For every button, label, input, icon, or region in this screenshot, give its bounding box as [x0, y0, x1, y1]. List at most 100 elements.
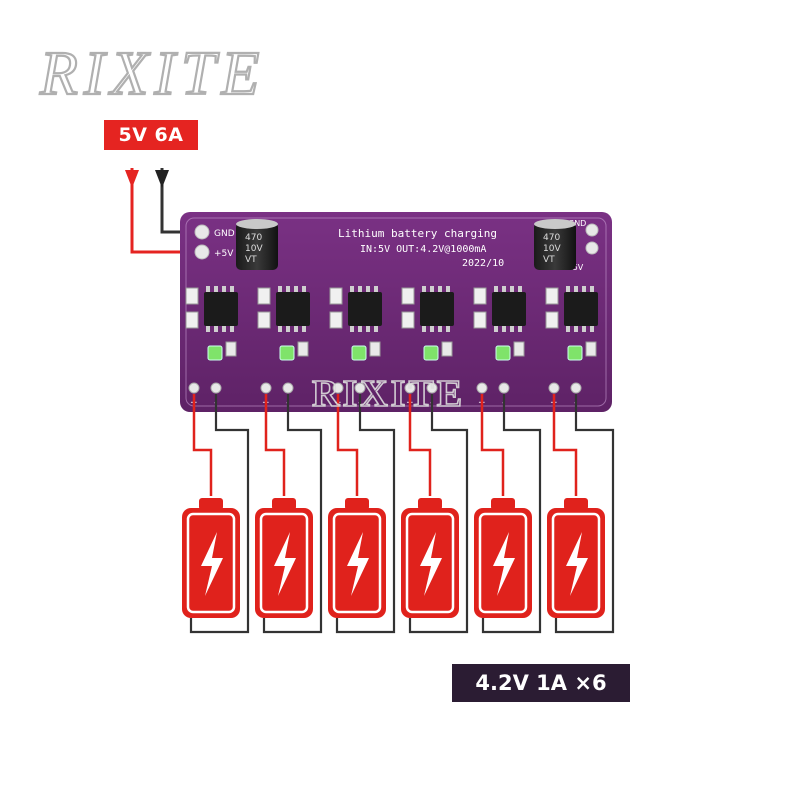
input-plus-arrow [125, 170, 139, 188]
status-led [207, 345, 223, 361]
status-led [279, 345, 295, 361]
resistor [401, 311, 415, 329]
brand-logo: RIXITE [38, 39, 265, 109]
negative-wire [262, 394, 323, 634]
lightning-bolt-icon [274, 532, 296, 596]
status-led [423, 345, 439, 361]
input-plus-wire [130, 168, 202, 254]
left-gnd-label: GND [214, 229, 235, 239]
left-plus-pad [194, 244, 210, 260]
battery-terminal [418, 498, 442, 510]
svg-text:10V: 10V [245, 244, 263, 254]
capacitor-left: 470 10V VT [236, 219, 278, 270]
resistor [401, 287, 415, 305]
positive-wire [408, 394, 432, 496]
resistor [473, 311, 487, 329]
output-spec-badge: 4.2V 1A ×6 [452, 664, 630, 702]
charger-ic [348, 292, 382, 326]
resistor [473, 287, 487, 305]
svg-text:VT: VT [543, 255, 555, 265]
input-spec-badge: 5V 6A [104, 120, 198, 150]
svg-text:470: 470 [245, 233, 262, 243]
lightning-bolt-icon [201, 532, 223, 596]
negative-wire [189, 394, 250, 634]
charger-ic [564, 292, 598, 326]
charger-ic [420, 292, 454, 326]
charger-ic [276, 292, 310, 326]
lightning-bolt-icon [347, 532, 369, 596]
output-minus-pad [570, 382, 582, 394]
output-plus-pad [548, 382, 560, 394]
brand-logo-text: RIXITE [39, 40, 265, 108]
resistor [545, 287, 559, 305]
battery-terminal [491, 498, 515, 510]
resistor [185, 311, 199, 329]
charger-ic [492, 292, 526, 326]
battery-2 [255, 498, 313, 618]
output-minus-pad [354, 382, 366, 394]
battery-3 [328, 498, 386, 618]
channel-1: +- [185, 286, 238, 408]
svg-text:VT: VT [245, 255, 257, 265]
output-minus-pad [498, 382, 510, 394]
status-led [495, 345, 511, 361]
positive-wire [336, 394, 359, 496]
channel-2: +- [257, 286, 310, 408]
board-date: 2022/10 [462, 258, 504, 269]
charger-ic [204, 292, 238, 326]
lightning-bolt-icon [493, 532, 515, 596]
channel-6: +- [545, 286, 598, 408]
output-plus-pad [260, 382, 272, 394]
board-title: Lithium battery charging [338, 227, 497, 240]
charging-channels: +-+-+-+-+-+- [185, 286, 598, 408]
output-plus-pad [404, 382, 416, 394]
positive-wire [552, 394, 578, 496]
center-watermark: RIXITE [312, 373, 465, 415]
battery-terminal [199, 498, 223, 510]
output-minus-pad [426, 382, 438, 394]
positive-wire [264, 394, 286, 496]
charger-board: GND +5V GND +5V 470 10V VT 470 10V VT Li… [180, 212, 612, 412]
left-plus-label: +5V [214, 249, 234, 259]
output-minus-pad [210, 382, 222, 394]
status-led [567, 345, 583, 361]
resistor [329, 311, 343, 329]
lightning-bolt-icon [420, 532, 442, 596]
battery-4 [401, 498, 459, 618]
resistor [257, 311, 271, 329]
right-gnd-pad [585, 223, 599, 237]
positive-wire [480, 394, 505, 496]
output-plus-pad [476, 382, 488, 394]
negative-wire [408, 394, 469, 634]
negative-wire [554, 394, 615, 634]
resistor [185, 287, 199, 305]
battery-1 [182, 498, 240, 618]
input-gnd-arrow [155, 170, 169, 188]
output-wires [189, 394, 615, 634]
battery-terminal [272, 498, 296, 510]
output-minus-pad [282, 382, 294, 394]
output-plus-pad [188, 382, 200, 394]
status-led [351, 345, 367, 361]
right-gnd-label: GND [568, 219, 586, 228]
svg-text:470: 470 [543, 233, 560, 243]
left-gnd-pad [194, 224, 210, 240]
channel-3: +- [329, 286, 382, 408]
svg-text:10V: 10V [543, 244, 561, 254]
capacitor-right: 470 10V VT [534, 219, 576, 270]
positive-wire [192, 394, 213, 496]
resistor [329, 287, 343, 305]
battery-6 [547, 498, 605, 618]
lightning-bolt-icon [566, 532, 588, 596]
negative-wire [335, 394, 396, 634]
battery-terminal [345, 498, 369, 510]
pcb [180, 212, 612, 412]
battery-terminal [564, 498, 588, 510]
board-spec: IN:5V OUT:4.2V@1000mA [360, 244, 486, 255]
channel-5: +- [473, 286, 526, 408]
negative-wire [481, 394, 542, 634]
battery-5 [474, 498, 532, 618]
resistor [545, 311, 559, 329]
right-plus-pad [585, 241, 599, 255]
